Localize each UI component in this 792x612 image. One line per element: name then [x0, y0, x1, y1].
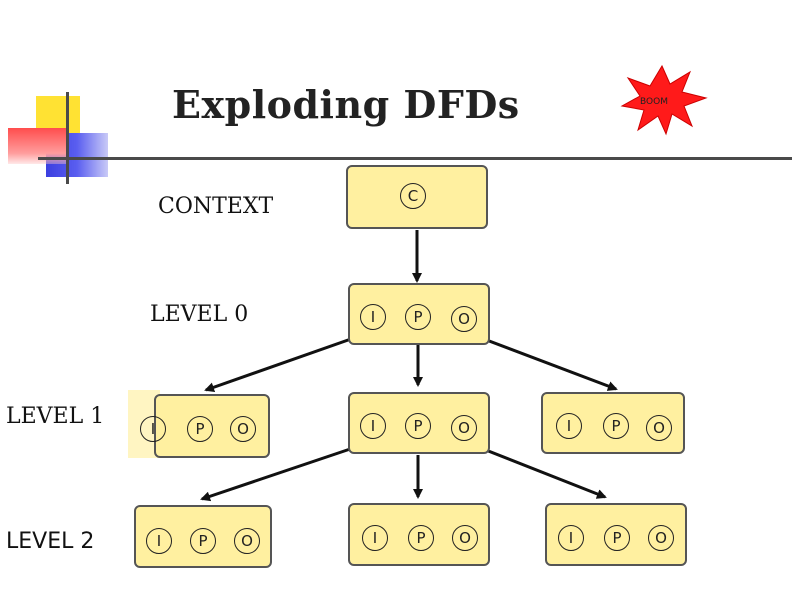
label-level-1: LEVEL 1 [6, 404, 105, 429]
label-level-0: LEVEL 0 [150, 302, 249, 327]
logo-vertical-rule [66, 92, 69, 184]
level2-left-output-node: O [234, 528, 260, 554]
boom-burst-icon: BOOM [620, 64, 708, 136]
level1-center-input-node: I [360, 413, 386, 439]
label-context: CONTEXT [158, 194, 274, 219]
level0-output-node: O [451, 306, 477, 332]
title-underline-rule [38, 157, 792, 160]
arrow-level1-to-level2-left [200, 441, 369, 502]
level2-left-input-node: I [146, 528, 172, 554]
level1-center-output-node: O [451, 415, 477, 441]
level1-right-process-node: P [603, 413, 629, 439]
level1-left-output-node: O [230, 416, 256, 442]
label-level-2: LEVEL 2 [6, 529, 95, 554]
boom-label: BOOM [640, 97, 668, 107]
level1-right-output-node: O [646, 415, 672, 441]
level2-center-output-node: O [452, 525, 478, 551]
level2-center-process-node: P [408, 525, 434, 551]
context-process-node: C [400, 183, 426, 209]
level1-center-process-node: P [405, 413, 431, 439]
level1-left-input-node: I [140, 416, 166, 442]
level2-left-process-node: P [190, 528, 216, 554]
level2-center-input-node: I [362, 525, 388, 551]
level0-input-node: I [360, 304, 386, 330]
level1-right-input-node: I [556, 413, 582, 439]
slide-title: Exploding DFDs [172, 82, 520, 127]
level1-left-process-node: P [187, 416, 213, 442]
arrow-level1-to-level2-right [467, 441, 607, 499]
arrow-level0-to-level1-left [204, 331, 369, 393]
arrow-level0-to-level1-right [467, 331, 618, 391]
level2-right-output-node: O [648, 525, 674, 551]
level0-process-node: P [405, 304, 431, 330]
level2-right-input-node: I [558, 525, 584, 551]
level2-right-process-node: P [604, 525, 630, 551]
